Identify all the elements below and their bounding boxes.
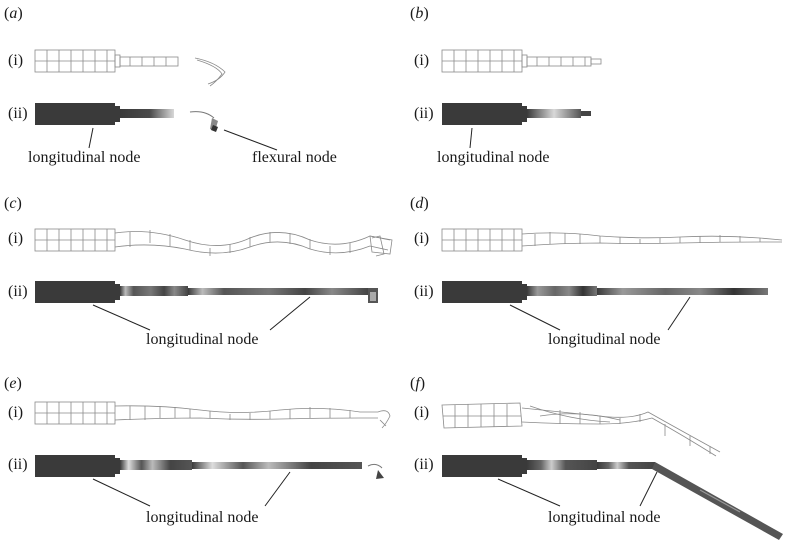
panel-e-longitudinal-node-label: longitudinal node: [146, 509, 259, 526]
panel-b-label: (b): [410, 5, 429, 22]
panel-c-label: (c): [4, 195, 22, 212]
panel-f-longitudinal-node-label: longitudinal node: [548, 509, 661, 526]
panel-d-left-leader: [509, 304, 561, 331]
panel-e-mesh: [34, 401, 391, 429]
panel-f-mesh: [441, 402, 721, 457]
panel-f-row-i: (i): [414, 404, 430, 421]
panel-a-letter: a: [9, 5, 18, 22]
panel-c-row-ii: (ii): [8, 283, 28, 300]
panel-b-longitudinal-node-label: longitudinal node: [437, 149, 550, 166]
panel-a-flexural-leader: [223, 129, 278, 151]
panel-d-longitudinal-node-label: longitudinal node: [548, 331, 661, 348]
panel-c-longitudinal-node-label: longitudinal node: [146, 331, 259, 348]
panel-a-mesh: [34, 49, 226, 87]
panel-c-letter: c: [9, 195, 17, 212]
panel-c-right-leader: [269, 296, 311, 331]
panel-d-row-i: (i): [414, 230, 430, 247]
panel-d-mesh: [441, 228, 783, 252]
panel-e-left-leader: [92, 478, 151, 507]
panel-e: [34, 401, 391, 507]
panel-a-longitudinal-leader: [88, 127, 94, 149]
panel-b-row-i: (i): [414, 52, 430, 69]
panel-b-longitudinal-leader: [469, 127, 473, 149]
panel-a-label: (a): [4, 5, 23, 22]
panel-c-solid: [35, 281, 378, 303]
panel-a-row-i: (i): [8, 52, 24, 69]
panel-a-longitudinal-node-label: longitudinal node: [28, 149, 141, 166]
panel-d: [441, 228, 783, 331]
panel-f-right-leader: [639, 471, 658, 507]
panel-e-row-i: (i): [8, 404, 24, 421]
panel-f-row-ii: (ii): [414, 456, 434, 473]
panel-f-label: (f): [410, 375, 426, 392]
panel-a-flexural-node-label: flexural node: [252, 149, 337, 166]
panel-f-left-leader: [497, 478, 561, 507]
panel-d-letter: d: [415, 195, 424, 212]
panel-d-row-ii: (ii): [414, 283, 434, 300]
panel-f-letter: f: [415, 375, 420, 392]
panel-b-row-ii: (ii): [414, 105, 434, 122]
panel-b-solid: [442, 103, 591, 125]
panel-c: [34, 228, 393, 331]
panel-c-row-i: (i): [8, 230, 24, 247]
panel-e-letter: e: [9, 375, 17, 392]
panel-c-mesh: [34, 228, 393, 257]
panel-a: [34, 49, 278, 151]
panel-d-label: (d): [410, 195, 429, 212]
panel-a-solid: [35, 103, 218, 132]
panel-e-right-leader: [264, 471, 291, 507]
panel-e-solid: [35, 455, 384, 479]
panel-c-left-leader: [92, 304, 151, 331]
panel-d-right-leader: [667, 296, 691, 331]
panel-f-solid: [442, 455, 783, 540]
panel-b: [441, 49, 602, 149]
panel-e-label: (e): [4, 375, 22, 392]
panel-e-row-ii: (ii): [8, 456, 28, 473]
panel-b-mesh: [441, 49, 602, 73]
panel-a-row-ii: (ii): [8, 105, 28, 122]
panel-b-letter: b: [415, 5, 424, 22]
panel-f: [441, 402, 783, 540]
panel-d-solid: [442, 281, 768, 303]
